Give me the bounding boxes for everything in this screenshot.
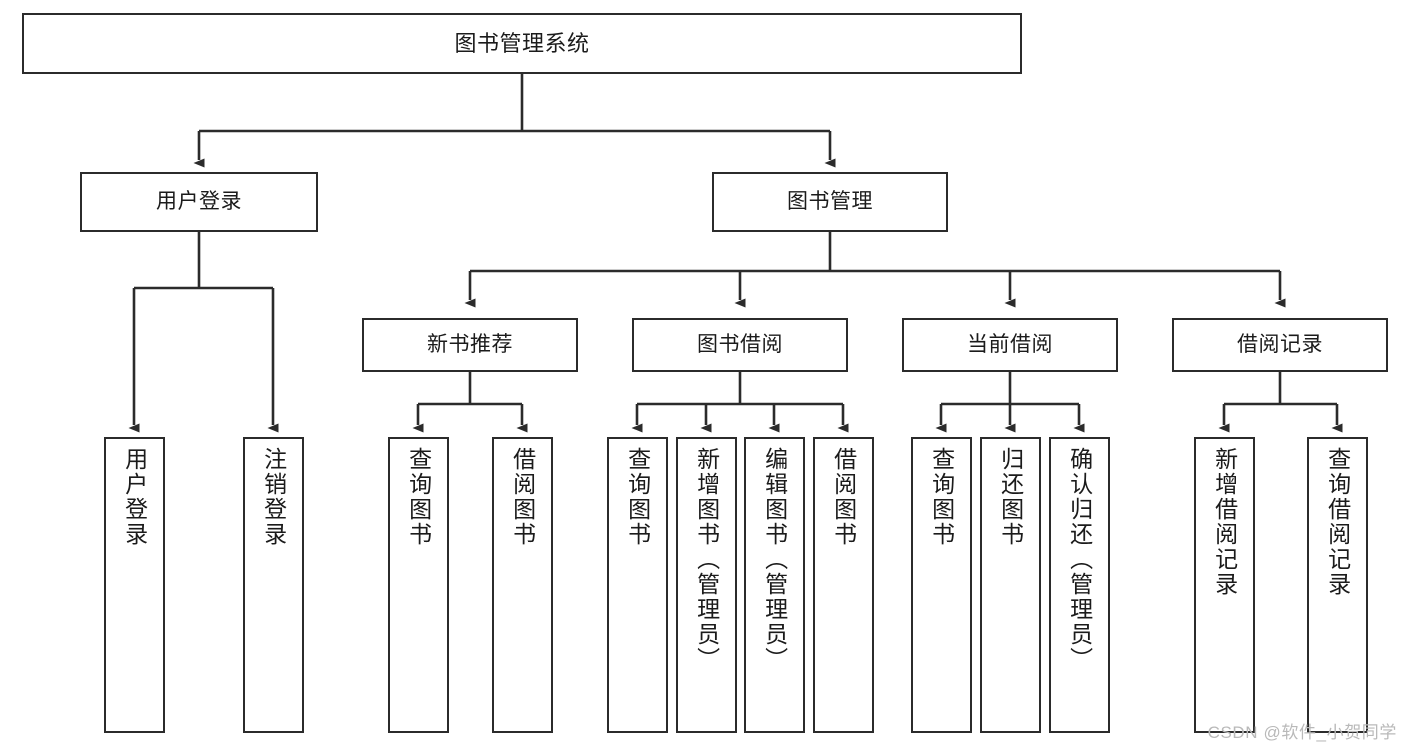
node-leaf-query-book-3-label: 查询图书 — [928, 447, 955, 547]
node-leaf-edit-book-admin-label: 编辑图书（管理员） — [761, 447, 788, 672]
node-leaf-add-book-admin-label: 新增图书（管理员） — [693, 447, 720, 672]
node-root-label: 图书管理系统 — [454, 30, 590, 56]
node-leaf-edit-book-admin[interactable]: 编辑图书（管理员） — [744, 437, 805, 733]
node-leaf-borrow-book-1[interactable]: 借阅图书 — [492, 437, 553, 733]
node-leaf-user-login[interactable]: 用户登录 — [104, 437, 165, 733]
node-borrow-record[interactable]: 借阅记录 — [1172, 318, 1388, 372]
node-leaf-query-book-2[interactable]: 查询图书 — [607, 437, 668, 733]
node-current-borrow[interactable]: 当前借阅 — [902, 318, 1118, 372]
node-new-book-recommend[interactable]: 新书推荐 — [362, 318, 578, 372]
node-book-manage-label: 图书管理 — [787, 189, 873, 213]
node-leaf-query-book-2-label: 查询图书 — [624, 447, 651, 547]
node-leaf-query-record-label: 查询借阅记录 — [1324, 447, 1351, 597]
node-leaf-query-book-3[interactable]: 查询图书 — [911, 437, 972, 733]
node-leaf-logout[interactable]: 注销登录 — [243, 437, 304, 733]
node-root[interactable]: 图书管理系统 — [22, 13, 1022, 74]
node-leaf-add-record[interactable]: 新增借阅记录 — [1194, 437, 1255, 733]
watermark: CSDN @软件_小贺同学 — [1207, 723, 1397, 742]
node-leaf-logout-label: 注销登录 — [260, 447, 287, 547]
node-leaf-confirm-return-admin-label: 确认归还（管理员） — [1066, 447, 1093, 672]
node-new-book-recommend-label: 新书推荐 — [427, 332, 513, 356]
node-leaf-add-record-label: 新增借阅记录 — [1211, 447, 1238, 597]
node-user-login[interactable]: 用户登录 — [80, 172, 318, 232]
node-borrow-record-label: 借阅记录 — [1237, 332, 1323, 356]
node-leaf-return-book[interactable]: 归还图书 — [980, 437, 1041, 733]
node-current-borrow-label: 当前借阅 — [967, 332, 1053, 356]
node-leaf-return-book-label: 归还图书 — [997, 447, 1024, 547]
node-leaf-add-book-admin[interactable]: 新增图书（管理员） — [676, 437, 737, 733]
node-leaf-borrow-book-1-label: 借阅图书 — [509, 447, 536, 547]
node-leaf-query-book-1[interactable]: 查询图书 — [388, 437, 449, 733]
node-book-borrow[interactable]: 图书借阅 — [632, 318, 848, 372]
node-user-login-label: 用户登录 — [156, 189, 242, 213]
node-book-manage[interactable]: 图书管理 — [712, 172, 948, 232]
node-leaf-user-login-label: 用户登录 — [121, 447, 148, 547]
node-book-borrow-label: 图书借阅 — [697, 332, 783, 356]
node-leaf-confirm-return-admin[interactable]: 确认归还（管理员） — [1049, 437, 1110, 733]
node-leaf-borrow-book-2-label: 借阅图书 — [830, 447, 857, 547]
node-leaf-query-book-1-label: 查询图书 — [405, 447, 432, 547]
node-leaf-borrow-book-2[interactable]: 借阅图书 — [813, 437, 874, 733]
node-leaf-query-record[interactable]: 查询借阅记录 — [1307, 437, 1368, 733]
